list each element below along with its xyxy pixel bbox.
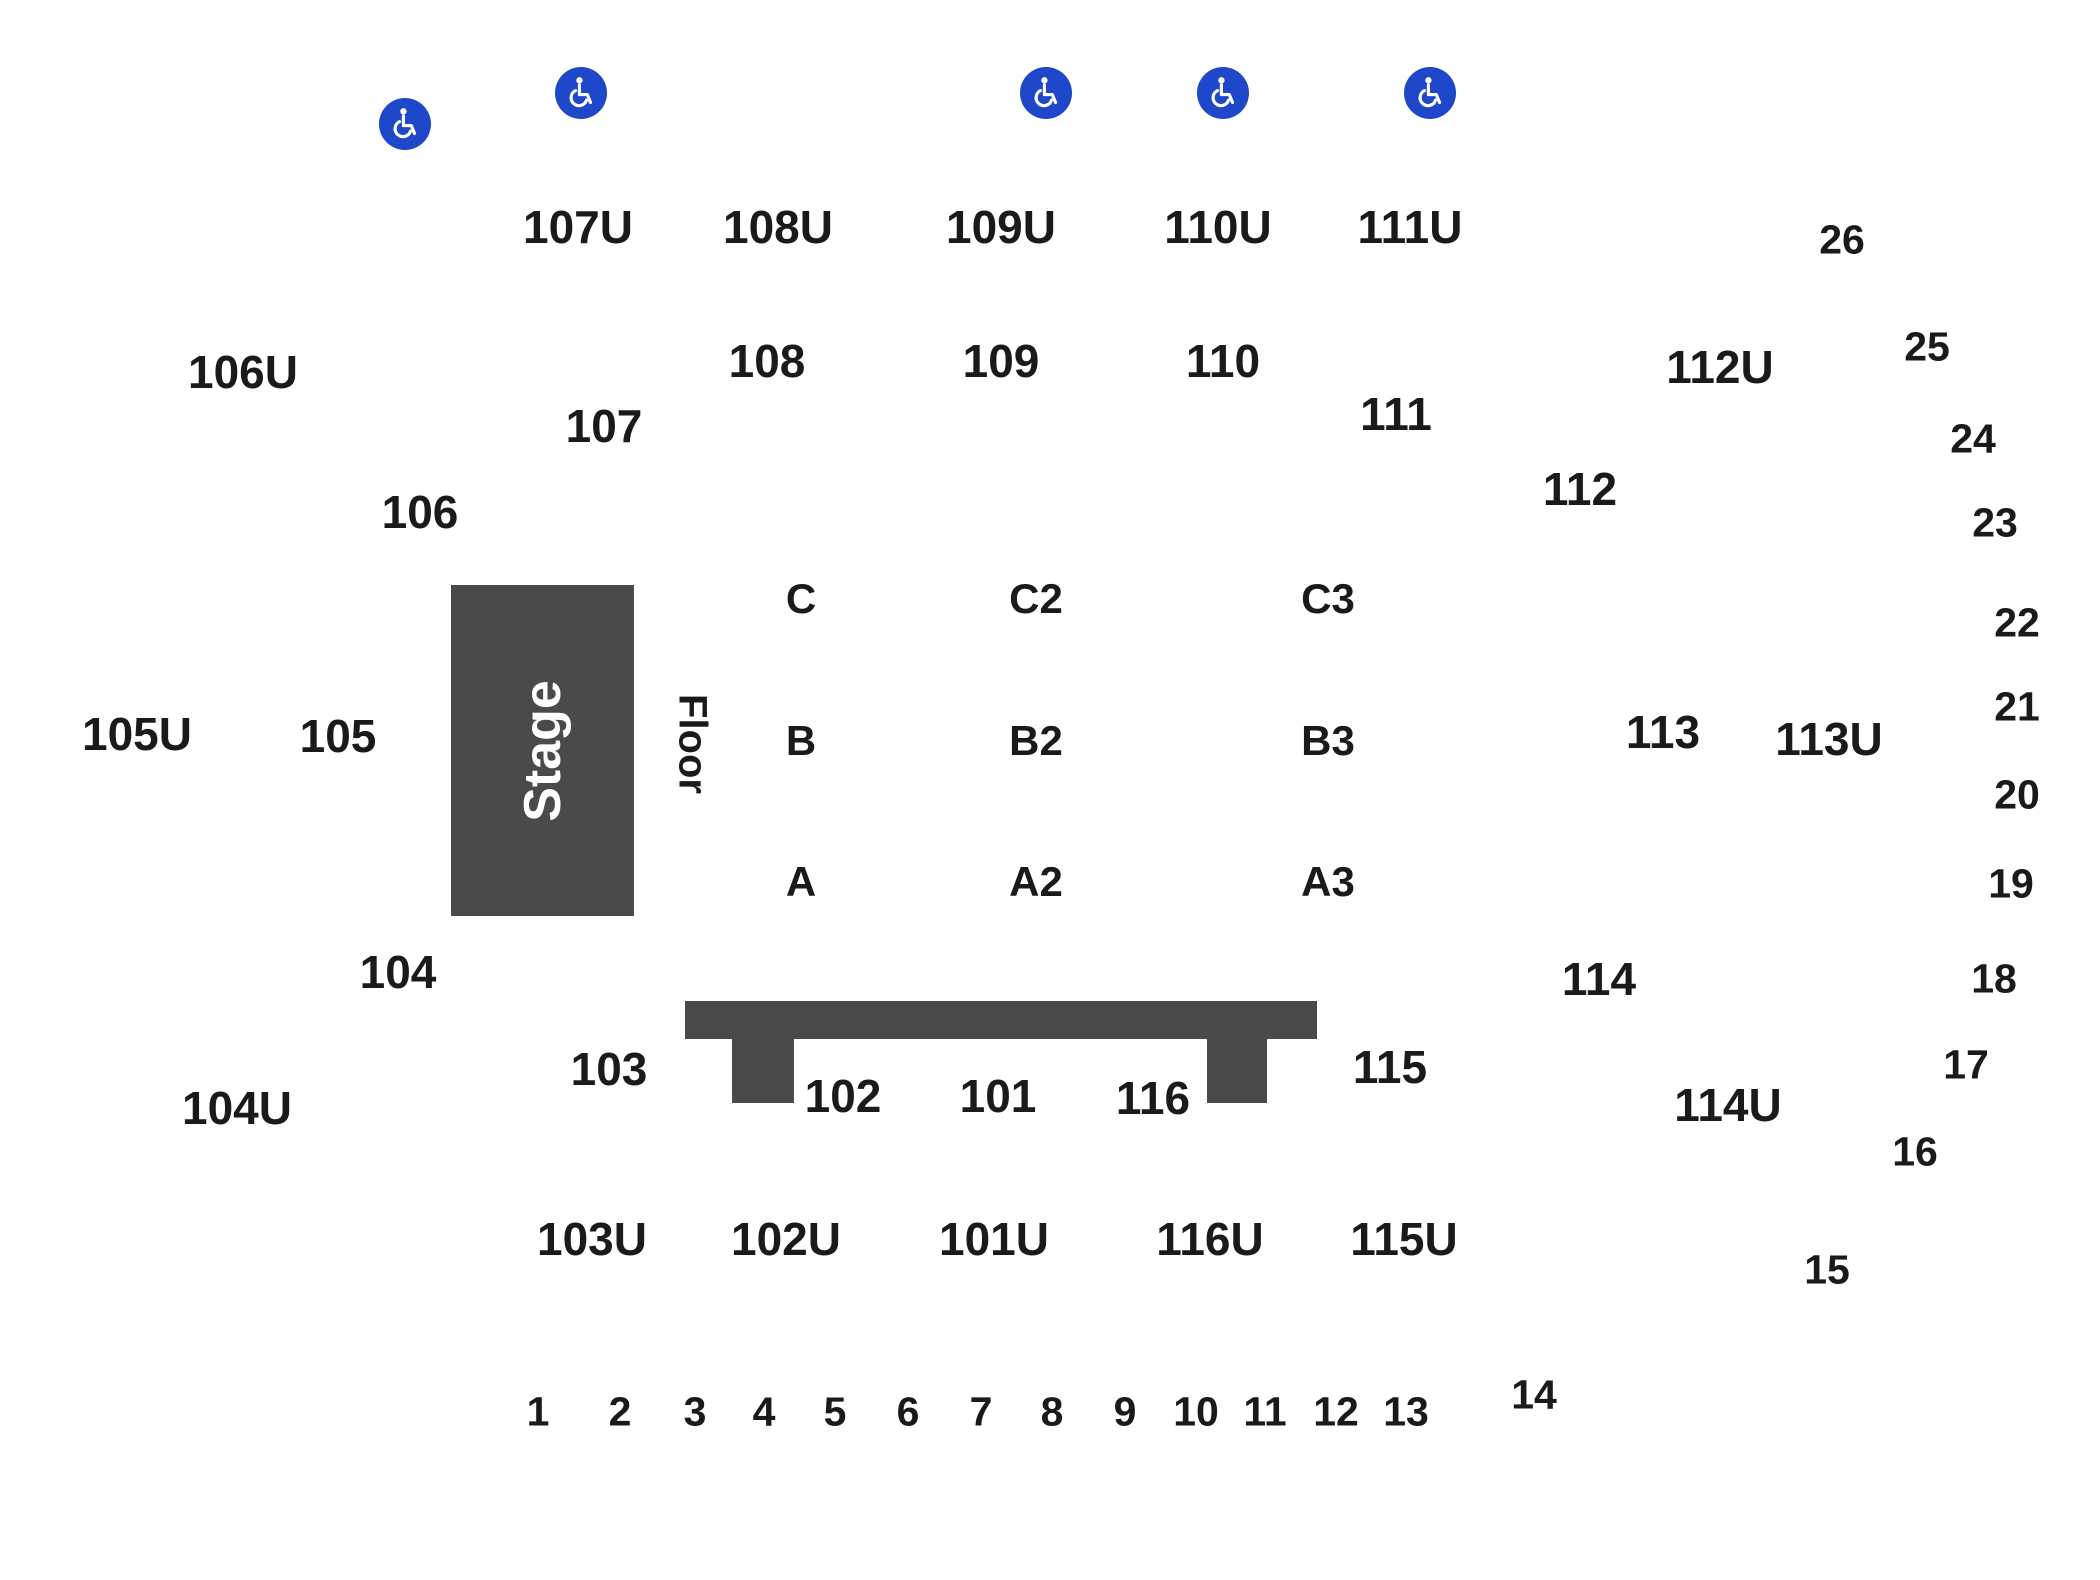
- section-109[interactable]: 109: [962, 335, 1040, 387]
- barrier-leg-right: [1207, 1035, 1267, 1103]
- section-110U[interactable]: 110U: [1164, 201, 1272, 253]
- edge-number: 9: [1113, 1388, 1137, 1435]
- section-102U[interactable]: 102U: [731, 1213, 841, 1265]
- section-103U[interactable]: 103U: [537, 1213, 647, 1265]
- edge-number: 19: [1988, 860, 2034, 907]
- section-116U[interactable]: 116U: [1156, 1213, 1264, 1265]
- floor-section-B3[interactable]: B3: [1301, 717, 1355, 764]
- wheelchair-icon: [1020, 67, 1072, 119]
- section-114U[interactable]: 114U: [1674, 1079, 1782, 1131]
- edge-number: 6: [896, 1388, 920, 1435]
- section-112U[interactable]: 112U: [1666, 341, 1774, 393]
- section-104[interactable]: 104: [359, 946, 437, 998]
- edge-number: 13: [1383, 1388, 1429, 1435]
- floor-section-C3[interactable]: C3: [1301, 575, 1355, 622]
- section-109U[interactable]: 109U: [946, 201, 1056, 253]
- section-115U[interactable]: 115U: [1350, 1213, 1458, 1265]
- wheelchair-icon: [555, 67, 607, 119]
- floor-section-A[interactable]: A: [785, 858, 817, 905]
- floor-section-C[interactable]: C: [785, 575, 817, 622]
- edge-number: 5: [823, 1388, 847, 1435]
- section-107[interactable]: 107: [565, 400, 643, 452]
- section-111[interactable]: 111: [1360, 388, 1432, 440]
- wheelchair-icon: [1404, 67, 1456, 119]
- barrier: [685, 1001, 1317, 1039]
- edge-number: 18: [1971, 955, 2017, 1002]
- floor-label: Floor: [670, 694, 715, 794]
- edge-number: 14: [1511, 1371, 1557, 1418]
- edge-number: 11: [1243, 1388, 1287, 1435]
- edge-number: 3: [683, 1388, 707, 1435]
- barrier-leg-left: [732, 1035, 794, 1103]
- edge-number: 20: [1994, 771, 2040, 818]
- section-108[interactable]: 108: [728, 335, 806, 387]
- edge-number: 17: [1943, 1041, 1989, 1088]
- section-111U[interactable]: 111U: [1357, 201, 1463, 253]
- edge-number: 15: [1804, 1246, 1850, 1293]
- edge-number: 8: [1040, 1388, 1064, 1435]
- section-101[interactable]: 101: [959, 1070, 1037, 1122]
- edge-number: 21: [1994, 683, 2040, 730]
- stage: Stage: [451, 585, 634, 916]
- section-107U[interactable]: 107U: [523, 201, 633, 253]
- section-105U[interactable]: 105U: [82, 708, 192, 760]
- section-113[interactable]: 113: [1625, 706, 1701, 758]
- edge-number: 2: [608, 1388, 632, 1435]
- floor-section-B2[interactable]: B2: [1009, 717, 1063, 764]
- section-102[interactable]: 102: [804, 1070, 882, 1122]
- floor-section-C2[interactable]: C2: [1009, 575, 1063, 622]
- edge-number: 12: [1313, 1388, 1359, 1435]
- section-105[interactable]: 105: [299, 710, 377, 762]
- edge-number: 10: [1173, 1388, 1219, 1435]
- edge-number: 22: [1994, 599, 2040, 646]
- edge-number: 7: [969, 1388, 993, 1435]
- wheelchair-icon: [1197, 67, 1249, 119]
- section-116[interactable]: 116: [1115, 1072, 1191, 1124]
- section-104U[interactable]: 104U: [182, 1082, 292, 1134]
- edge-number: 25: [1904, 323, 1950, 370]
- edge-number: 4: [752, 1388, 776, 1435]
- edge-number: 26: [1819, 216, 1865, 263]
- section-106[interactable]: 106: [381, 486, 459, 538]
- floor-section-A2[interactable]: A2: [1009, 858, 1063, 905]
- section-115[interactable]: 115: [1352, 1041, 1428, 1093]
- section-112[interactable]: 112: [1542, 463, 1618, 515]
- edge-number: 24: [1950, 415, 1996, 462]
- section-110[interactable]: 110: [1185, 335, 1261, 387]
- section-106U[interactable]: 106U: [188, 346, 298, 398]
- section-101U[interactable]: 101U: [939, 1213, 1049, 1265]
- stage-label: Stage: [513, 679, 572, 822]
- section-103[interactable]: 103: [570, 1043, 648, 1095]
- edge-number: 23: [1972, 499, 2018, 546]
- edge-number: 16: [1892, 1128, 1938, 1175]
- section-108U[interactable]: 108U: [723, 201, 833, 253]
- floor-section-B[interactable]: B: [785, 717, 817, 764]
- wheelchair-icon: [379, 98, 431, 150]
- section-114[interactable]: 114: [1561, 953, 1637, 1005]
- floor-section-A3[interactable]: A3: [1301, 858, 1355, 905]
- section-113U[interactable]: 113U: [1775, 713, 1883, 765]
- edge-number: 1: [526, 1388, 550, 1435]
